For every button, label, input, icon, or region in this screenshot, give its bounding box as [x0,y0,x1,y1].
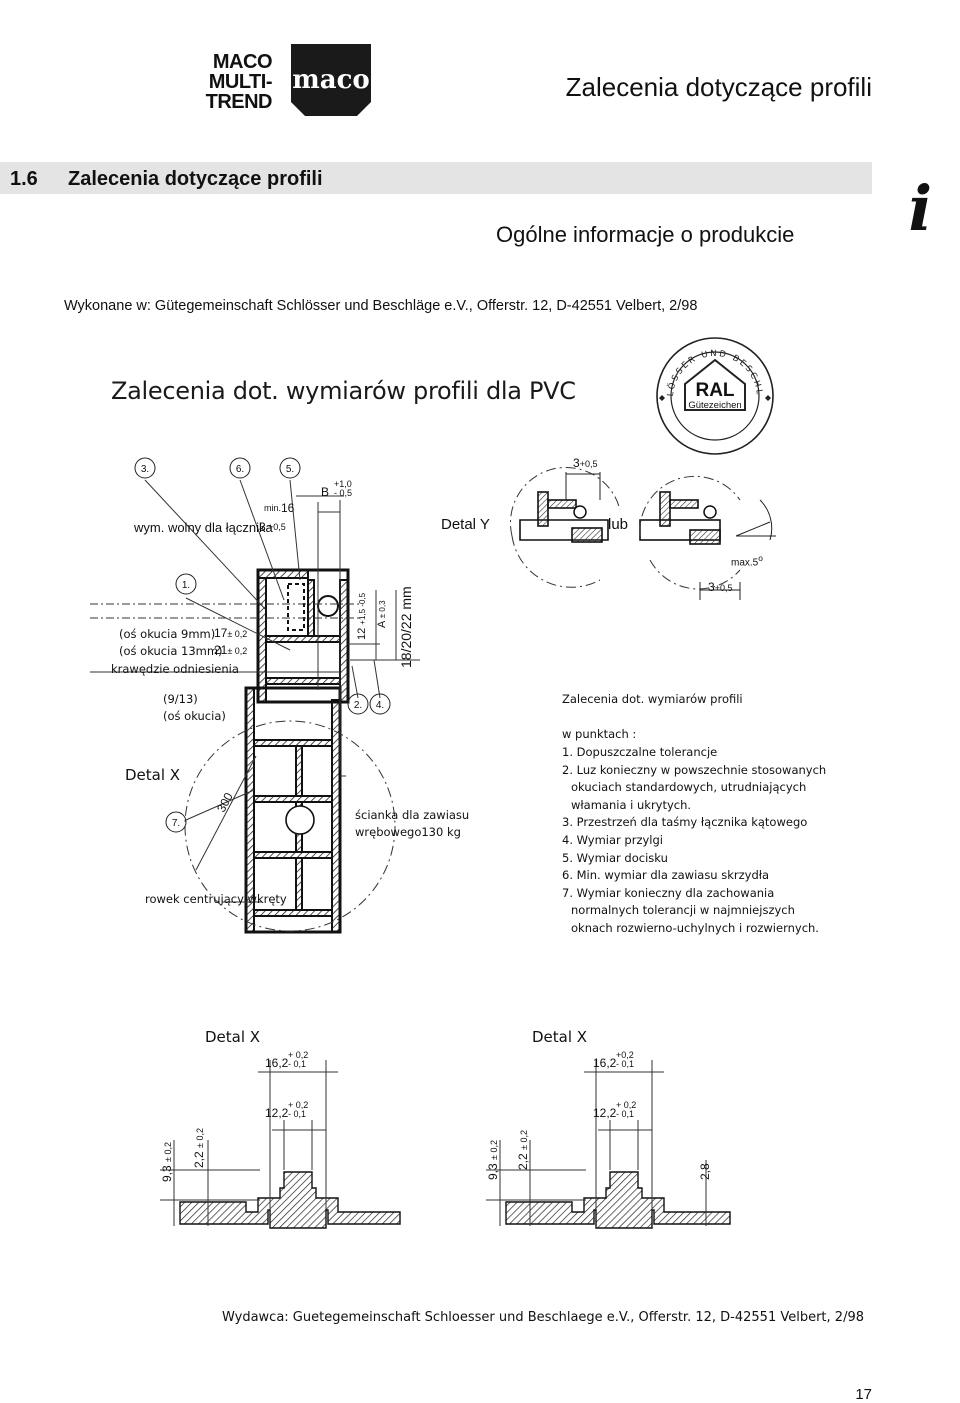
label-a: A ± 0,3 [376,600,388,628]
label-b: B [321,485,330,499]
note-item: oknach rozwierno-uchylnych i rozwiernych… [571,920,819,935]
label-top-3: 3+0,5 [573,456,598,470]
label-wym-wolny: wym. wolny dla łącznika [134,520,273,535]
page-title: Zalecenia dotyczące profili [565,72,872,102]
note-item: okuciach standardowych, utrudniających [571,780,807,795]
publisher-footer: Wydawca: Guetegemeinschaft Schloesser un… [222,1310,864,1325]
detail-1-h1: 9,3 ± 0,2 [160,1142,174,1182]
detail-2-w1-tol: +0,2- 0,1 [616,1050,635,1069]
note-item: 2. Luz konieczny w powszechnie stosowany… [562,762,827,777]
label-min: min. [264,503,282,513]
marker-6: 6. [236,464,244,475]
maco-logo-icon: maco [291,44,371,116]
label-17: 17± 0,2 [214,626,248,640]
section-bar [0,162,872,194]
label-3: 3 [259,520,266,534]
note-item: włamania i ukrytych. [571,797,692,812]
detail-1-w2-tol: + 0,2- 0,1 [288,1100,309,1119]
label-scianka-2: wrębowego130 kg [355,825,461,839]
label-max5: max.5o [731,553,763,569]
note-item: 3. Przestrzeń dla taśmy łącznika kątoweg… [562,815,808,830]
detail-2-w2: 12,2 [593,1106,617,1120]
brand-wordmark: MACO MULTI-TREND [152,51,273,113]
ral-seal-icon: SCHLÖSSER UND BESCHLÄGE RAL Gütezeichen [651,328,774,455]
note-item: 4. Wymiar przylgi [562,832,663,847]
label-os-13: (oś okucia 13mm) [119,644,223,658]
note-item: 1. Dopuszczalne tolerancje [562,745,718,759]
label-krawedzie: krawędzie odniesienia [111,662,239,676]
drawing-title: Zalecenia dot. wymiarów profili dla PVC [111,377,576,405]
note-item: 5. Wymiar docisku [562,850,668,865]
label-rowek: rowek centrujący wkręty [145,892,287,906]
label-right-3: 3+0,5 [708,580,733,594]
detail-2-h2: 2,2 ± 0,2 [516,1130,530,1170]
note-item: 6. Min. wymiar dla zawiasu skrzydła [562,868,770,883]
detail-2-h3: 2,8 [698,1163,712,1180]
notes-list: 1. Dopuszczalne tolerancje 2. Luz koniec… [562,744,827,938]
label-detal-x: Detal X [125,766,181,784]
detail-x-drawings [160,1060,731,1229]
detail-1-w2: 12,2 [265,1106,289,1120]
marker-4: 4. [376,700,384,711]
subheading: Ogólne informacje o produkcie [496,222,795,247]
svg-text:RAL: RAL [695,380,734,401]
notes-title: Zalecenia dot. wymiarów profili [562,692,743,706]
detail-2-w2-tol: + 0,2- 0,1 [616,1100,637,1119]
detail-1-w1: 16,2 [265,1056,289,1070]
info-icon: i [908,172,932,245]
detail-1-w1-tol: + 0,2- 0,1 [288,1050,309,1069]
detail-1-h2: 2,2 ± 0,2 [192,1128,206,1168]
brand-line-2: MULTI-TREND [205,71,273,113]
section-number: 1.6 [10,168,38,190]
section-title: Zalecenia dotyczące profili [68,168,323,190]
page-number: 17 [855,1386,872,1403]
note-item: normalnych tolerancji w najmniejszych [571,903,795,918]
marker-7: 7. [172,818,180,829]
label-b-tolerance: +1,0- 0,5 [334,479,353,498]
label-scianka-1: ścianka dla zawiasu [355,808,470,822]
label-os-9: (oś okucia 9mm) [119,627,216,641]
detail-2-title: Detal X [532,1028,588,1046]
label-detal-y: Detal Y [441,516,490,533]
note-item: 7. Wymiar konieczny dla zachowania [562,885,775,900]
label-lub: lub [608,516,629,533]
source-note: Wykonane w: Gütegemeinschaft Schlösser u… [64,298,698,314]
svg-text:maco: maco [292,65,370,95]
label-18-20-22: 18/20/22 mm [398,586,414,668]
marker-2: 2. [354,700,362,711]
profile-cross-section-drawing: 3. 6. 5. 1. 2. 4. 7. [90,457,776,934]
label-tol-05: +0,5 [268,522,286,532]
label-12: 12 +1,5 -0,5 [356,592,368,640]
detail-1-title: Detal X [205,1028,261,1046]
marker-3: 3. [141,464,149,475]
label-os-okucia: (oś okucia) [163,709,226,723]
label-21: 21± 0,2 [214,643,248,657]
notes-intro: w punktach : [562,727,637,741]
detail-2-h1: 9,3 ± 0,2 [486,1140,500,1180]
detail-2-w1: 16,2 [593,1056,617,1070]
marker-1: 1. [182,580,190,591]
label-9-13: (9/13) [163,692,198,706]
marker-5: 5. [286,464,294,475]
label-16: 16 [281,501,295,515]
brand-line-1: MACO [212,51,273,73]
svg-text:Gütezeichen: Gütezeichen [688,400,741,411]
